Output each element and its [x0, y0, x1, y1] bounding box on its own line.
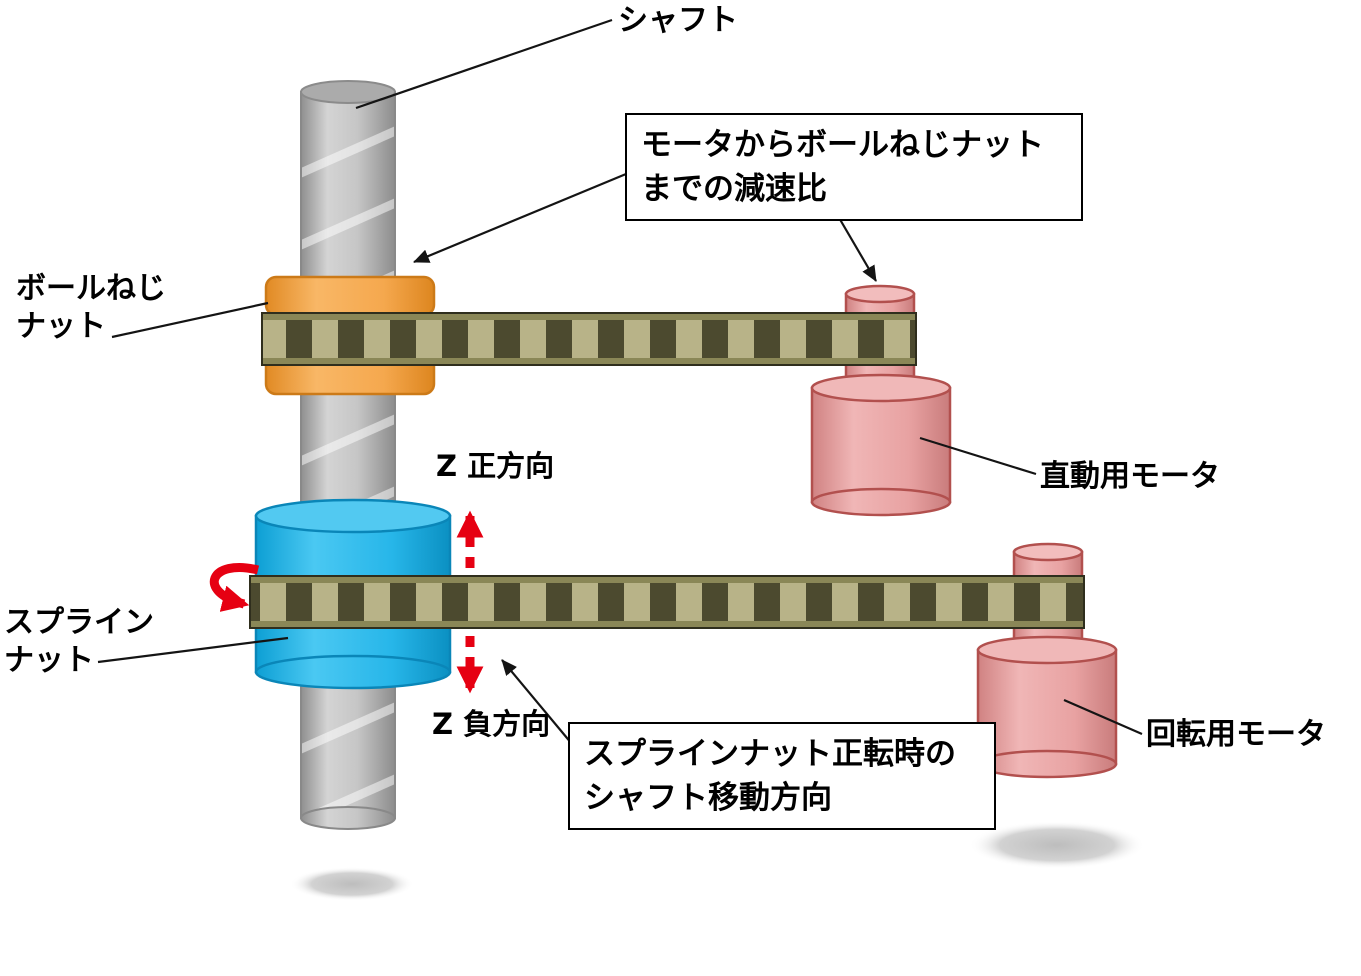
linear-motor-callout-line [919, 436, 1037, 476]
annotation-lines [97, 18, 1143, 745]
timing-belt-lower [249, 575, 1085, 629]
reduction-ratio-callout: モータからボールねじナット までの減速比 [625, 113, 1083, 222]
note-to-arrow-line [501, 659, 573, 745]
timing-belt-upper [261, 312, 917, 366]
reduction-to-nut-arrow [413, 172, 627, 264]
rotary-motor-callout-line [1063, 698, 1143, 736]
shaft-label: シャフト [618, 3, 738, 38]
ball-nut-callout-line [111, 301, 269, 339]
ball-screw-nut-label: ボールねじ ナット [16, 271, 166, 344]
z-positive-label: Z 正方向 [436, 449, 555, 483]
motor-shadow [969, 821, 1145, 869]
z-negative-label: Z 負方向 [432, 707, 551, 741]
shaft-shadow [290, 867, 414, 901]
reduction-to-pulley-arrow [837, 215, 877, 282]
linear-motor-label: 直動用モータ [1040, 459, 1220, 494]
shaft [300, 80, 396, 830]
spline-nut-label: スプライン ナット [4, 605, 154, 678]
shaft-callout-line [355, 18, 613, 110]
floor-shadows [290, 821, 1145, 901]
rotation-direction-arrow [209, 563, 260, 612]
rotary-motor-label: 回転用モータ [1146, 717, 1326, 752]
spline-rotation-note-callout: スプラインナット正転時の シャフト移動方向 [568, 722, 996, 831]
linear-motor-body [810, 386, 952, 504]
spline-nut-callout-line [97, 636, 289, 664]
rotary-motor-body [976, 648, 1118, 766]
